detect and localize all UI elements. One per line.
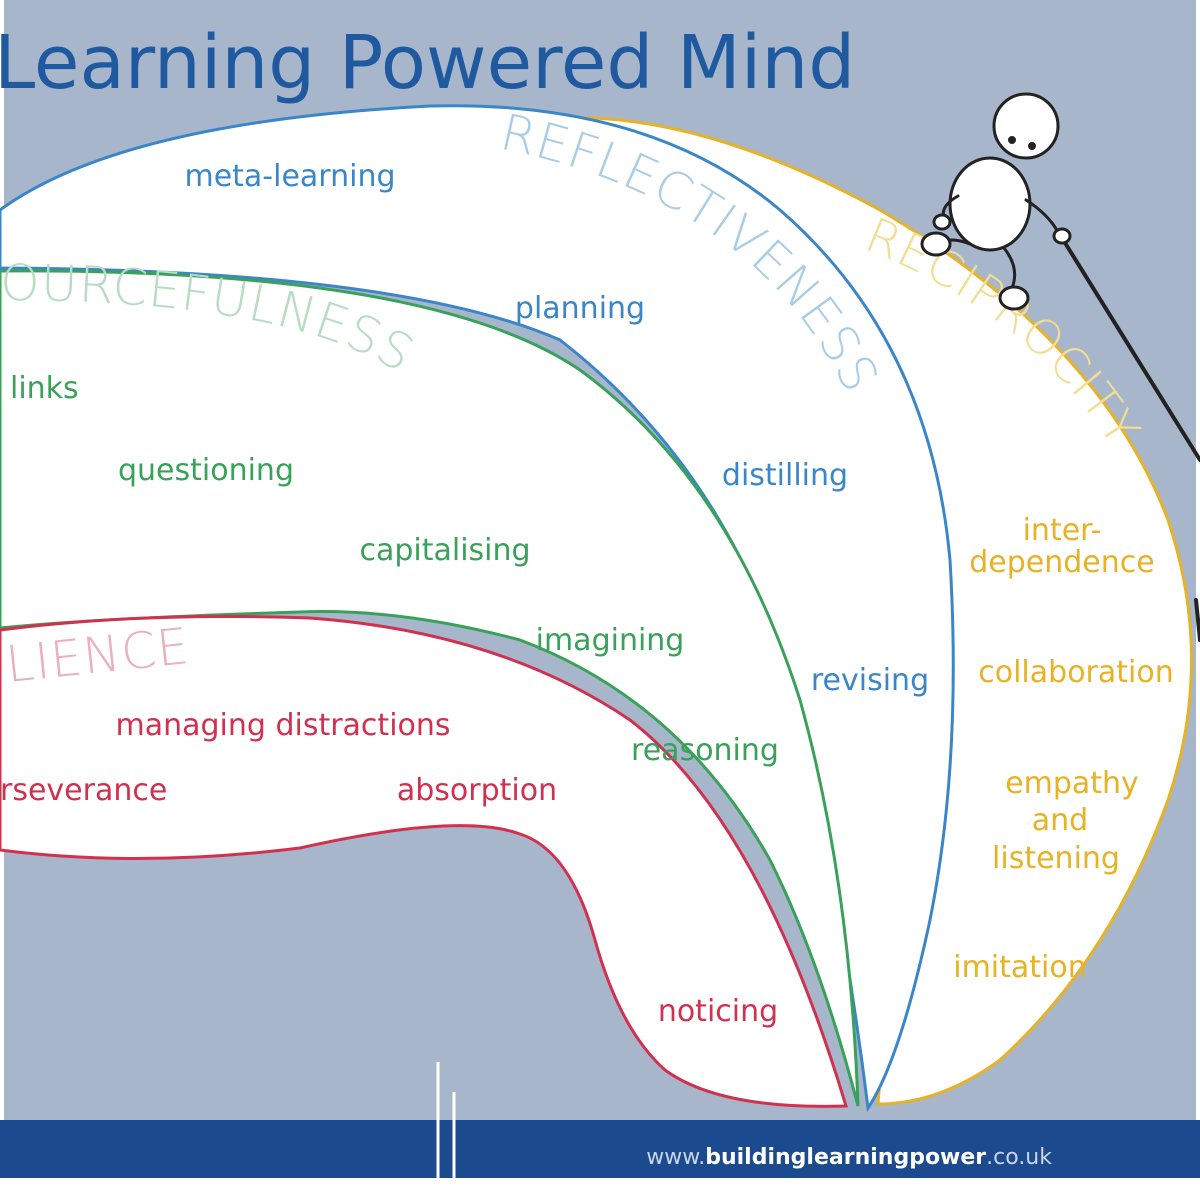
perseverance-label: rseverance bbox=[0, 773, 167, 808]
footer-url-domain: buildinglearningpower bbox=[705, 1145, 986, 1170]
capitalising-label: capitalising bbox=[359, 533, 530, 568]
reflectiveness-petal bbox=[0, 104, 955, 1113]
stick-figure-icon bbox=[920, 92, 1200, 642]
collaboration-label: collaboration bbox=[978, 655, 1173, 690]
noticing-label: noticing bbox=[658, 994, 778, 1029]
reasoning-label: reasoning bbox=[631, 733, 779, 768]
interdependence-line-1: inter- bbox=[1023, 513, 1102, 548]
rope-line bbox=[1060, 236, 1200, 462]
imitation-label: imitation bbox=[953, 950, 1087, 985]
revising-label: revising bbox=[811, 663, 929, 698]
bottom-margin bbox=[0, 1178, 1200, 1200]
figure-right-foot bbox=[998, 285, 1030, 311]
figure-left-foot bbox=[920, 231, 952, 257]
footer-band bbox=[0, 1120, 1200, 1178]
figure-eye-left bbox=[1008, 136, 1016, 144]
footer-url-prefix: www. bbox=[646, 1145, 705, 1170]
figure-left-hand bbox=[932, 213, 952, 231]
footer-url-suffix: .co.uk bbox=[986, 1145, 1052, 1170]
page-title: Learning Powered Mind bbox=[0, 20, 855, 106]
empathy-line-3: listening bbox=[992, 841, 1120, 876]
figure-right-hand bbox=[1052, 227, 1072, 245]
empathy-line-2: and bbox=[1032, 803, 1088, 838]
empathy-line-1: empathy bbox=[1005, 766, 1139, 801]
figure-body bbox=[948, 156, 1032, 252]
figure-right-arm bbox=[1024, 198, 1060, 234]
planning-label: planning bbox=[515, 291, 645, 326]
figure-eye-right bbox=[1028, 142, 1036, 150]
interdependence-line-2: dependence bbox=[969, 545, 1154, 580]
meta-learning-label: meta-learning bbox=[184, 159, 395, 194]
links-label: links bbox=[10, 371, 79, 406]
managing-distractions-label: managing distractions bbox=[115, 708, 450, 743]
distilling-label: distilling bbox=[722, 458, 848, 493]
rope-line-lower bbox=[1194, 598, 1200, 642]
resourcefulness-petal bbox=[0, 269, 860, 1107]
absorption-label: absorption bbox=[397, 773, 557, 808]
resilience-petal bbox=[0, 615, 848, 1108]
figure-right-leg bbox=[1002, 246, 1017, 290]
footer-url[interactable]: www.buildinglearningpower.co.uk bbox=[646, 1145, 1052, 1170]
imagining-label: imagining bbox=[536, 623, 685, 658]
figure-head bbox=[992, 92, 1060, 160]
questioning-label: questioning bbox=[118, 453, 294, 488]
